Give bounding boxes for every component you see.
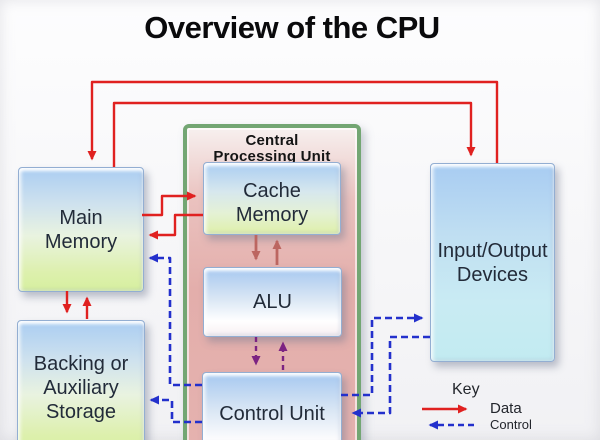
- io-devices-label: Input/Output Devices: [437, 239, 548, 286]
- legend-data-row: Data: [420, 400, 595, 417]
- page-title: Overview of the CPU: [144, 10, 440, 45]
- node-cache-memory: Cache Memory: [203, 162, 341, 235]
- alu-label: ALU: [253, 291, 292, 313]
- control-arrow-icon: [428, 420, 474, 429]
- node-io-devices: Input/Output Devices: [430, 163, 555, 362]
- node-main-memory: Main Memory: [18, 167, 144, 292]
- node-backing-storage: Backing or Auxiliary Storage: [17, 320, 145, 440]
- node-control-unit: Control Unit: [202, 372, 342, 440]
- arrow-io-to-control-unit-control: [351, 335, 430, 418]
- main-memory-label: Main Memory: [44, 206, 118, 253]
- legend-control-label: Control: [490, 417, 532, 432]
- node-alu: ALU: [203, 267, 342, 337]
- cache-memory-label: Cache Memory: [235, 179, 309, 226]
- legend: Key Data Control: [420, 381, 595, 432]
- backing-storage-label: Backing or Auxiliary Storage: [33, 353, 129, 423]
- legend-control-row: Control: [420, 417, 595, 432]
- control-unit-label: Control Unit: [219, 403, 325, 425]
- cpu-container-label: Central Processing Unit: [213, 132, 331, 165]
- data-arrow-icon: [422, 404, 468, 413]
- legend-data-label: Data: [490, 400, 522, 417]
- legend-title: Key: [452, 381, 480, 398]
